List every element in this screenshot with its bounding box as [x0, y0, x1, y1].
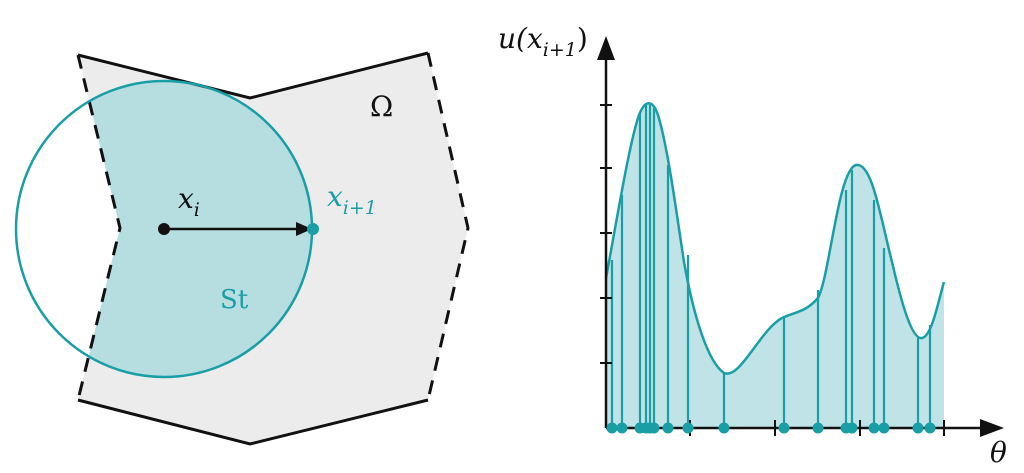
left-panel: Ω xi xi+1 St	[14, 51, 470, 446]
right-panel: u(xi+1) θ	[498, 22, 1007, 469]
star-set-label: St	[220, 285, 249, 315]
y-ticks	[600, 104, 612, 364]
objective-curve	[604, 102, 946, 375]
domain-label: Ω	[370, 90, 393, 123]
curve-area	[606, 103, 944, 429]
sample-dot	[616, 422, 628, 434]
sample-dots	[606, 422, 936, 434]
step-arrow-head	[296, 222, 312, 236]
sample-dot	[778, 422, 790, 434]
sample-dot	[662, 422, 674, 434]
x-axis-arrowhead	[980, 419, 1004, 437]
x-axis-label: θ	[990, 436, 1007, 469]
sample-dot	[868, 422, 880, 434]
domain-boundary-bottom	[77, 398, 429, 446]
sample-dot	[878, 422, 890, 434]
sample-dot	[606, 422, 618, 434]
point-xi-plus-1	[307, 223, 319, 235]
sample-dot	[846, 422, 858, 434]
y-axis-label: u(xi+1)	[498, 22, 588, 61]
domain-boundary-right-dashed	[426, 52, 470, 401]
sample-dot	[682, 422, 694, 434]
sample-dot	[812, 422, 824, 434]
sample-dot	[648, 422, 660, 434]
sample-dot	[718, 422, 730, 434]
domain-boundary-top	[77, 51, 429, 100]
sample-lines	[610, 104, 932, 428]
y-axis-arrowhead	[597, 36, 615, 60]
sample-dot	[912, 422, 924, 434]
domain-boundary-left-dashed	[76, 54, 122, 401]
sample-dot	[924, 422, 936, 434]
x-ticks	[689, 420, 945, 436]
xi-label: xi	[178, 182, 200, 221]
point-xi	[158, 223, 170, 235]
xi-plus-1-label: xi+1	[327, 180, 377, 219]
